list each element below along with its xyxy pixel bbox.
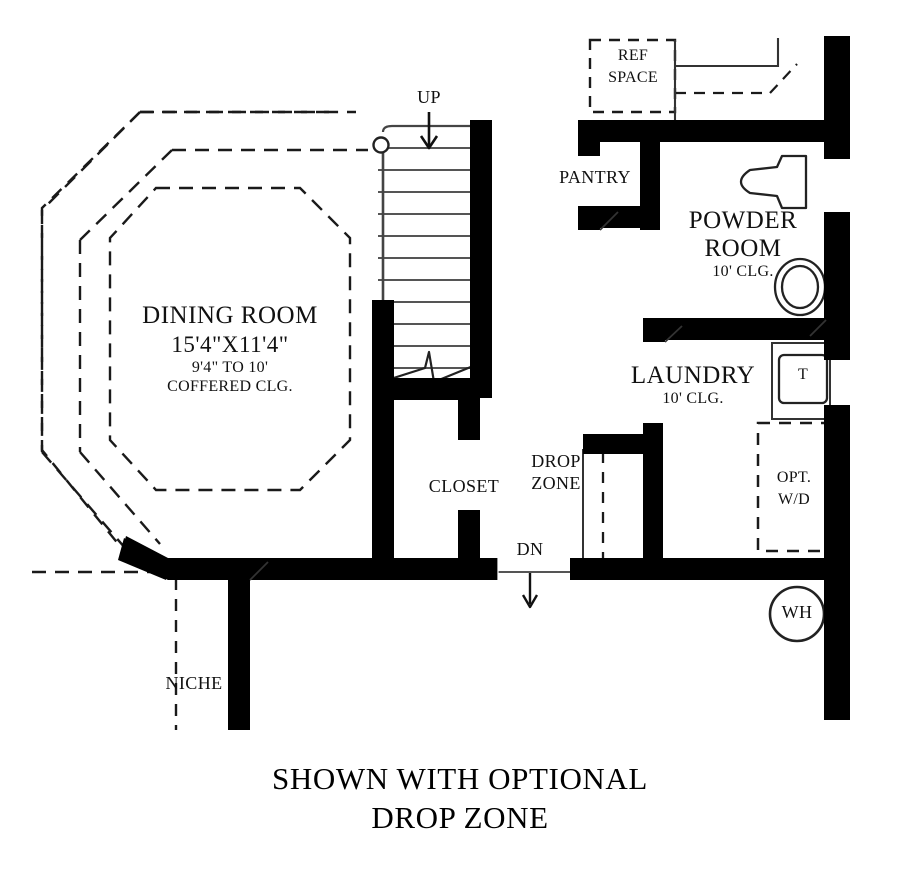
niche-label: NICHE [165, 673, 223, 693]
dn-label: DN [516, 539, 544, 559]
powder-room-ceiling: 10' CLG. [712, 263, 774, 280]
dining-room-dimensions: 15'4"X11'4" [171, 332, 289, 357]
caption-line-2: DROP ZONE [371, 799, 549, 835]
door-swings [249, 211, 827, 581]
wall-hairlines [497, 558, 499, 580]
optional-washer-dryer-label-line-1: OPT. [776, 469, 812, 486]
optional-washer-dryer-outline [756, 421, 832, 553]
ref-space-label-line-1: REF [617, 47, 649, 64]
toilet-fixture [739, 154, 808, 210]
pantry-label: PANTRY [559, 167, 631, 187]
caption-line-1: SHOWN WITH OPTIONAL [272, 761, 648, 796]
dining-tray-ring-2 [78, 148, 368, 545]
up-label: UP [417, 87, 441, 107]
powder-room-title-line-2: ROOM [704, 235, 782, 262]
optional-washer-dryer-label-line-2: W/D [777, 491, 810, 508]
laundry-title: LAUNDRY [630, 362, 756, 389]
laundry-tub-fixture [771, 342, 831, 420]
powder-room-title-line-1: POWDER [688, 207, 798, 234]
refrigerator-space-outline [588, 38, 798, 120]
dining-room-ceiling-note-1: 9'4" TO 10' [191, 359, 269, 376]
closet-label: CLOSET [428, 476, 500, 496]
laundry-ceiling: 10' CLG. [662, 390, 724, 407]
up-arrow-icon [419, 112, 439, 150]
plan-caption: SHOWN WITH OPTIONAL DROP ZONE [0, 760, 920, 838]
dining-room-ceiling-note-2: COFFERED CLG. [167, 378, 293, 395]
ref-space-label-line-2: SPACE [608, 69, 658, 86]
dn-arrow-icon [521, 572, 539, 609]
staircase [372, 124, 479, 393]
walls [118, 36, 850, 730]
dining-tray-ring-1 [40, 110, 356, 557]
dining-tray-ring-3 [108, 186, 352, 492]
drop-zone-label-line-2: ZONE [531, 473, 581, 493]
water-heater-label: WH [781, 602, 813, 622]
laundry-tub-label: T [797, 366, 809, 383]
drop-zone-label-line-1: DROP [531, 451, 581, 471]
dining-room-title: DINING ROOM [142, 302, 318, 329]
